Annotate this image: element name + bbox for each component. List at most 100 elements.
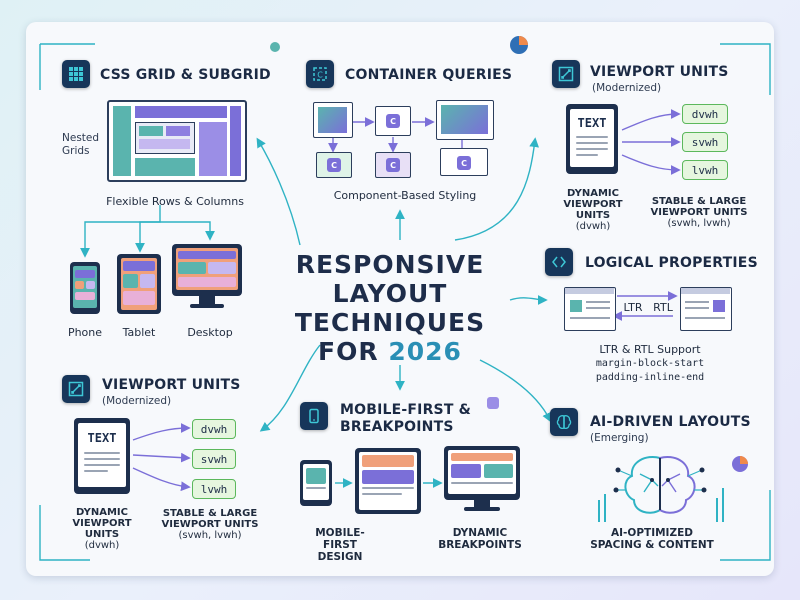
caption-line: DYNAMIC xyxy=(452,527,508,539)
viewport-top-left-caption: DYNAMIC VIEWPORT UNITS (dvwh) xyxy=(548,188,638,232)
caption-line: (svwh, lvwh) xyxy=(667,218,731,229)
title-line-1: RESPONSIVE xyxy=(295,250,485,279)
unit-pill-dvwh: dvwh xyxy=(192,419,236,439)
container-box xyxy=(313,102,353,138)
ltr-box xyxy=(564,287,616,331)
desktop-stand xyxy=(199,296,215,304)
caption-line: VIEWPORT UNITS xyxy=(72,518,132,540)
grid-col xyxy=(230,106,241,176)
mobile-icon xyxy=(300,402,328,430)
caption-line: DYNAMIC xyxy=(76,507,128,518)
caption-line: (dvwh) xyxy=(84,540,120,551)
container-queries-title: CONTAINER QUERIES xyxy=(345,67,513,83)
caption-line: MOBILE-FIRST xyxy=(315,527,365,551)
grid-row xyxy=(135,158,195,176)
container-caption: Component-Based Styling xyxy=(333,189,477,202)
unit-pill-svwh: svwh xyxy=(192,449,236,469)
viewport-bottom-left-caption: DYNAMIC VIEWPORT UNITS (dvwh) xyxy=(56,507,148,551)
viewport-bottom-right-caption: STABLE & LARGE VIEWPORT UNITS (svwh, lvw… xyxy=(158,508,262,541)
subgrid xyxy=(135,122,195,154)
nested-label-line2: Grids xyxy=(62,145,90,157)
viewport-bottom-title: VIEWPORT UNITS xyxy=(102,377,241,393)
tablet-device xyxy=(117,254,161,314)
viewport-phone: TEXT xyxy=(566,104,618,174)
caption-line: VIEWPORT UNITS xyxy=(161,519,259,530)
title-line-2: LAYOUT xyxy=(332,279,448,308)
viewport-bottom-subtitle: (Modernized) xyxy=(102,395,172,407)
caption-line: (dvwh) xyxy=(575,221,611,232)
title-line-4: FOR 2026 xyxy=(270,337,510,366)
caption-line: DYNAMIC xyxy=(567,188,619,199)
component-chip: C xyxy=(327,158,341,172)
container-box: C xyxy=(375,152,411,178)
container-box xyxy=(436,100,494,140)
caption-line: BREAKPOINTS xyxy=(438,539,522,551)
ltr-label: LTR xyxy=(623,301,643,314)
viewport-top-subtitle: (Modernized) xyxy=(592,82,662,94)
mobile-first-title-line1: MOBILE-FIRST & xyxy=(340,402,472,418)
tablet-device xyxy=(355,448,421,514)
main-title: RESPONSIVE LAYOUT TECHNIQUES FOR 2026 xyxy=(270,250,510,366)
mobile-first-caption: MOBILE-FIRST DESIGN xyxy=(300,527,380,563)
logical-code-1: margin-block-start xyxy=(595,358,705,369)
container-query-icon: C xyxy=(306,60,334,88)
mobile-first-title: MOBILE-FIRST & BREAKPOINTS xyxy=(340,402,471,436)
svg-text:C: C xyxy=(317,71,323,80)
nested-label-line1: Nested xyxy=(62,132,100,144)
desktop-stand xyxy=(474,500,490,507)
css-grid-title: CSS GRID & SUBGRID xyxy=(100,67,271,83)
expand-icon xyxy=(62,375,90,403)
brain-icon xyxy=(550,408,578,436)
viewport-text-label: TEXT xyxy=(87,431,117,445)
expand-icon xyxy=(552,60,580,88)
rtl-label: RTL xyxy=(653,301,673,314)
viewport-top-right-caption: STABLE & LARGE VIEWPORT UNITS (svwh, lvw… xyxy=(648,196,750,229)
caption-line: DESIGN xyxy=(317,551,363,563)
device-label-desktop: Desktop xyxy=(187,326,233,339)
ai-layouts-subtitle: (Emerging) xyxy=(590,432,649,444)
pie-decoration-icon xyxy=(508,34,530,56)
ai-layouts-caption: AI-OPTIMIZED SPACING & CONTENT xyxy=(588,527,716,551)
ai-layouts-title: AI-DRIVEN LAYOUTS xyxy=(590,414,751,430)
desktop-base xyxy=(190,304,224,308)
unit-pill-dvwh: dvwh xyxy=(682,104,728,124)
desktop-base xyxy=(464,507,500,511)
unit-pill-svwh: svwh xyxy=(682,132,728,152)
direction-icon xyxy=(545,248,573,276)
logical-properties-title: LOGICAL PROPERTIES xyxy=(585,255,758,271)
unit-pill-lvwh: lvwh xyxy=(192,479,236,499)
ai-brain-illustration xyxy=(612,450,708,520)
decorative-dot xyxy=(270,42,280,52)
title-line-3: TECHNIQUES xyxy=(294,308,486,337)
component-chip: C xyxy=(386,114,400,128)
nested-grid-illustration xyxy=(107,100,247,182)
unit-pill-lvwh: lvwh xyxy=(682,160,728,180)
viewport-text-label: TEXT xyxy=(577,116,607,130)
container-box: C xyxy=(440,148,488,176)
caption-line: SPACING & CONTENT xyxy=(590,539,714,551)
container-box: C xyxy=(375,106,411,136)
caption-line: STABLE & LARGE xyxy=(162,508,258,519)
caption-line: (svwh, lvwh) xyxy=(178,530,242,541)
decorative-square xyxy=(487,397,499,409)
nested-grids-label: Nested Grids xyxy=(62,132,99,158)
logical-caption: LTR & RTL Support xyxy=(599,343,701,356)
caption-line: AI-OPTIMIZED xyxy=(611,527,693,539)
grid-col xyxy=(113,106,131,176)
phone-device xyxy=(70,262,100,314)
grid-icon xyxy=(62,60,90,88)
desktop-device xyxy=(444,446,520,500)
breakpoints-caption: DYNAMIC BREAKPOINTS xyxy=(434,527,526,551)
mobile-first-title-line2: BREAKPOINTS xyxy=(340,419,454,435)
caption-line: VIEWPORT UNITS xyxy=(563,199,623,221)
mobile-device xyxy=(300,460,332,506)
logical-code-2: padding-inline-end xyxy=(595,372,705,383)
device-label-phone: Phone xyxy=(67,326,103,339)
viewport-phone: TEXT xyxy=(74,418,130,494)
pie-decoration-icon xyxy=(730,454,750,474)
caption-line: STABLE & LARGE xyxy=(651,196,747,207)
component-chip: C xyxy=(386,158,400,172)
title-for: FOR xyxy=(318,337,379,366)
grid-row xyxy=(135,106,227,118)
desktop-device xyxy=(172,244,242,296)
